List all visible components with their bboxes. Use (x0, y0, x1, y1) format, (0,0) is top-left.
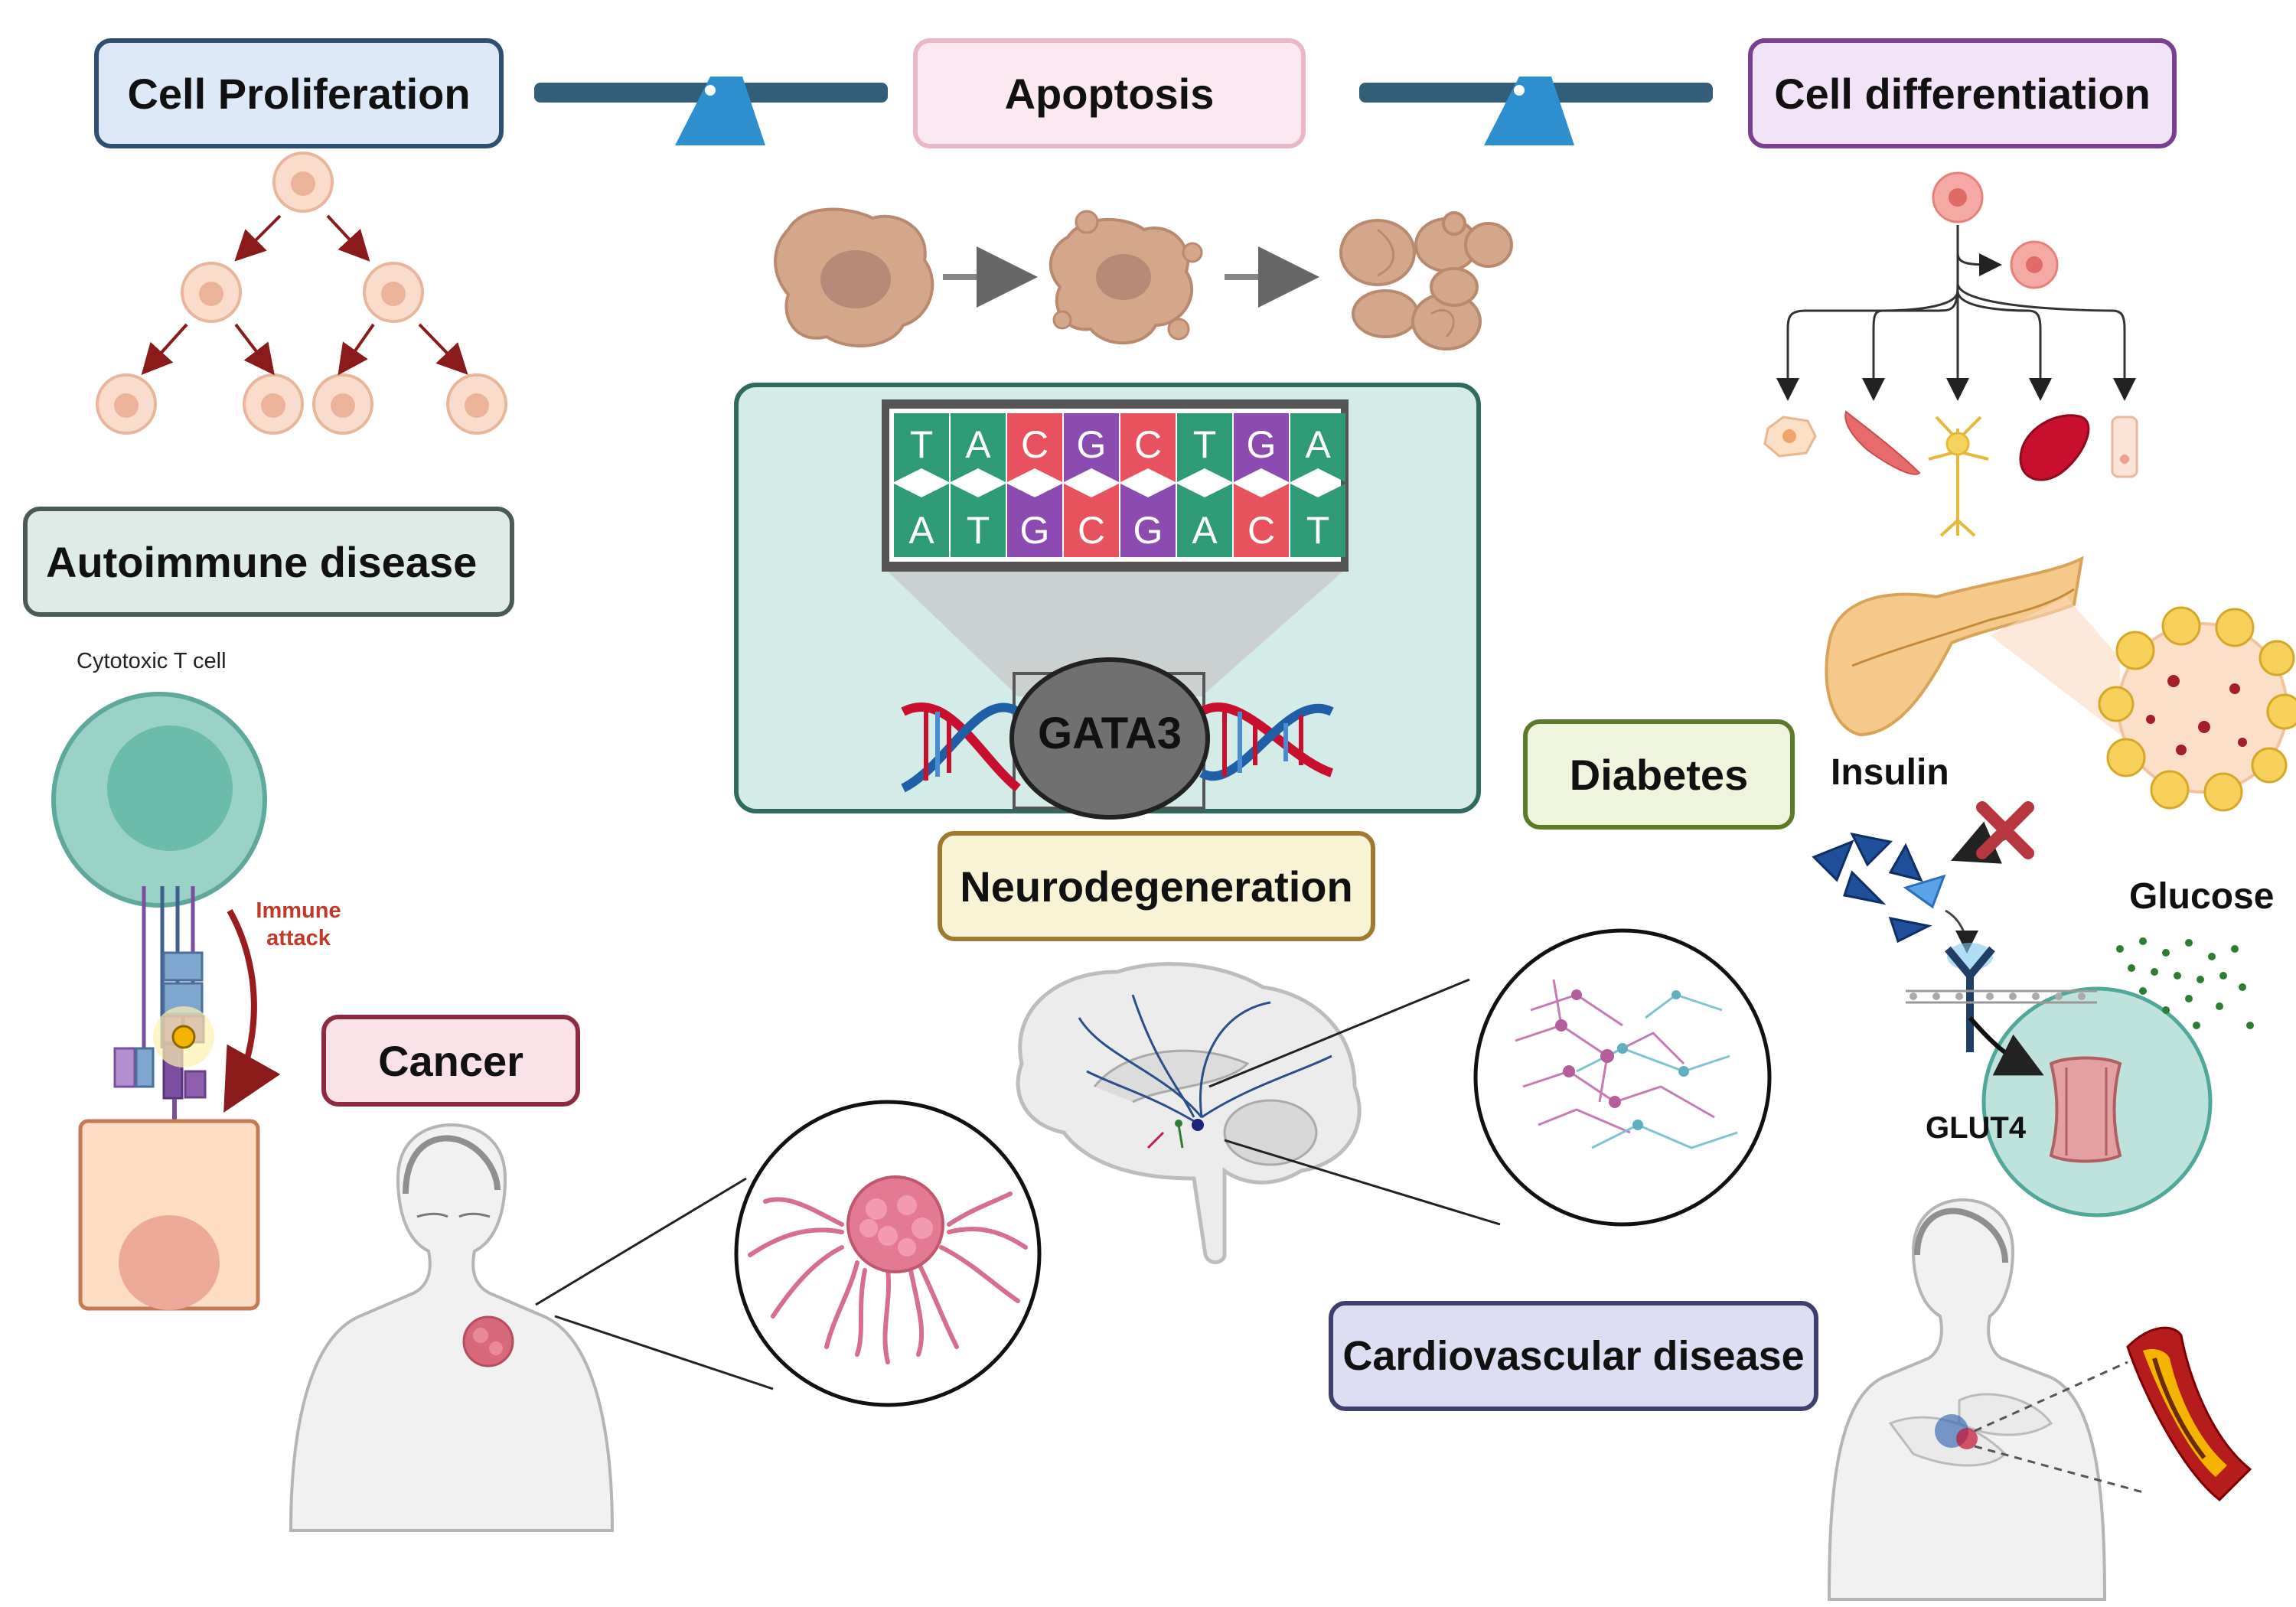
dna-top-base (1290, 413, 1345, 482)
cancer-label: Cancer (321, 1015, 580, 1107)
dna-top-base-letter: G (1247, 423, 1277, 466)
cardiovascular-disease-label: Cardiovascular disease (1329, 1301, 1818, 1411)
human-body-icon-cardio (1827, 1198, 2144, 1601)
dna-top-base (1007, 413, 1062, 482)
dna-top-base-letter: A (1305, 423, 1331, 466)
neurodegeneration-label: Neurodegeneration (938, 831, 1375, 941)
apoptotic-cell-icon (774, 207, 1513, 350)
artery-plaque-icon (2126, 1326, 2252, 1502)
dna-top-base-letter: C (1134, 423, 1162, 466)
dna-bottom-base-letter: G (1133, 509, 1163, 552)
dna-top-base-letter: T (1193, 423, 1217, 466)
dna-bottom-base (951, 484, 1006, 557)
balance-scale-icon-left (534, 77, 888, 145)
dna-top-base (1177, 413, 1232, 482)
autoimmune-disease-label: Autoimmune disease (23, 507, 514, 617)
immune-attack-label: Immune attack (256, 898, 341, 950)
dna-bottom-base (1177, 484, 1232, 557)
dna-bottom-base-letter: T (1306, 509, 1330, 552)
tumor-icon (734, 1100, 1042, 1407)
dna-bottom-base (1120, 484, 1176, 557)
dna-bottom-base (1290, 484, 1345, 557)
dna-bottom-base (894, 484, 949, 557)
dna-bottom-base-letter: A (908, 509, 934, 552)
brain-icon (1016, 962, 1501, 1264)
dna-bottom-base (1234, 484, 1289, 557)
t-cell-icon (51, 692, 281, 1156)
dna-bottom-base (1007, 484, 1062, 557)
pancreas-icon (1825, 556, 2296, 812)
balance-scale-icon-right (1359, 77, 1713, 145)
glucose-label: Glucose (2129, 876, 2275, 917)
glut4-label: GLUT4 (1926, 1111, 2027, 1145)
dna-bottom-base-letter: A (1192, 509, 1218, 552)
insulin-receptor-icon (1812, 801, 2034, 1052)
neuron-network-icon (1473, 928, 1772, 1227)
dna-top-base (1234, 413, 1289, 482)
dna-bottom-base-letter: C (1247, 509, 1275, 552)
glucose-dots-icon (2116, 937, 2254, 1029)
diabetes-label: Diabetes (1523, 719, 1795, 830)
cell-differentiation-label: Cell differentiation (1748, 38, 2177, 148)
muscle-cell-icon (1906, 986, 2213, 1217)
dna-bottom-base-letter: T (967, 509, 990, 552)
cell-proliferation-label: Cell Proliferation (94, 38, 504, 148)
dna-top-base (951, 413, 1006, 482)
cytotoxic-t-cell-label: Cytotoxic T cell (77, 649, 227, 673)
dna-top-base-letter: C (1021, 423, 1049, 466)
dna-top-base-letter: G (1077, 423, 1107, 466)
target-cell-icon (78, 1119, 260, 1311)
gata3-label: GATA3 (1038, 709, 1182, 758)
cell-differentiation-tree-icon (1763, 171, 2138, 537)
dna-top-base (1120, 413, 1176, 482)
cell-division-tree-icon (96, 152, 507, 435)
dna-bottom-base-letter: C (1078, 509, 1105, 552)
dna-top-base (894, 413, 949, 482)
apoptosis-label: Apoptosis (913, 38, 1306, 148)
dna-top-base-letter: T (910, 423, 934, 466)
dna-bottom-base-letter: G (1020, 509, 1050, 552)
human-body-icon-cancer (289, 1123, 774, 1532)
dna-top-base-letter: A (965, 423, 991, 466)
dna-top-base (1064, 413, 1119, 482)
insulin-label: Insulin (1831, 752, 1949, 793)
dna-bottom-base (1064, 484, 1119, 557)
